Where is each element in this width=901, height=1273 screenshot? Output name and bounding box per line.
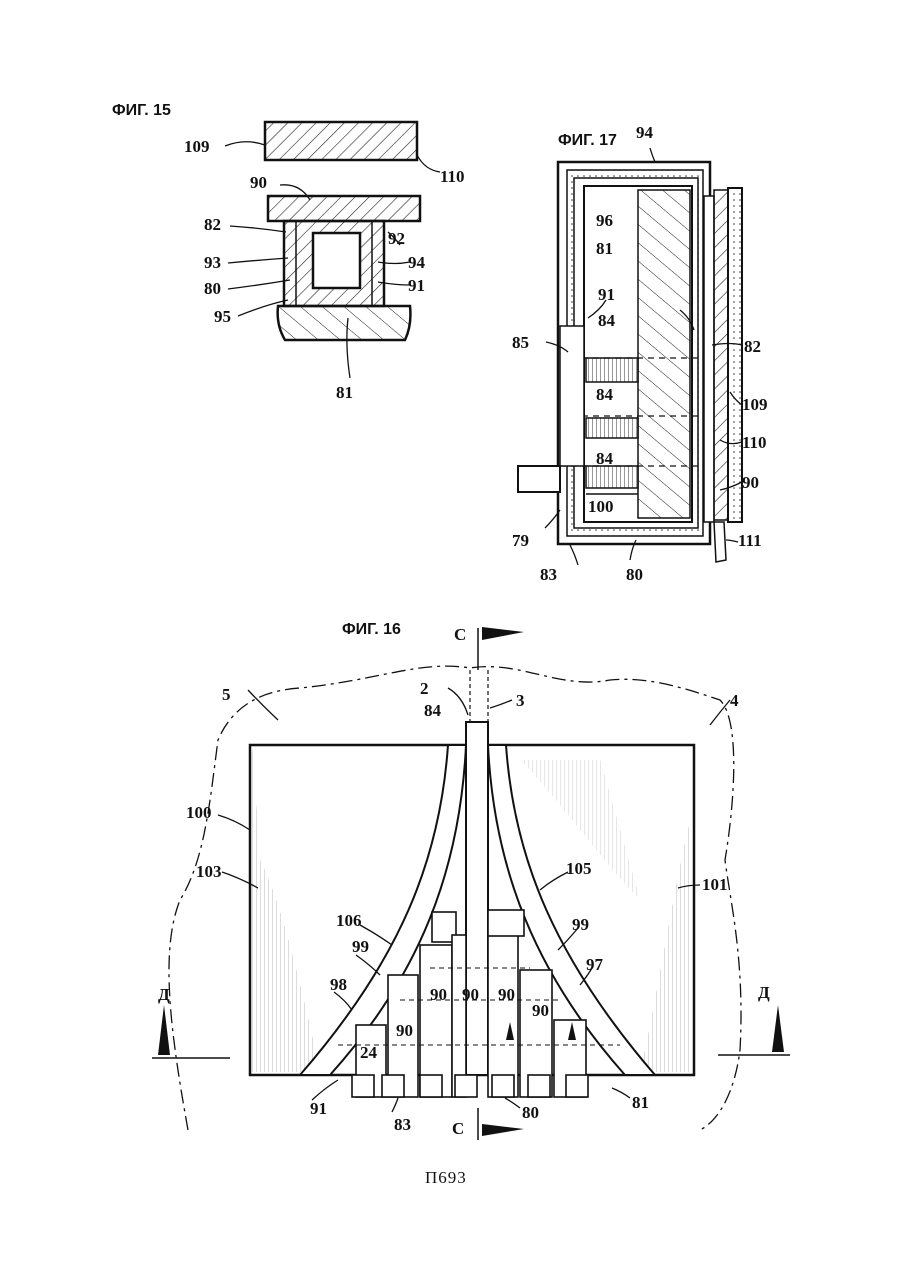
section-arrow-c-bottom xyxy=(482,1124,524,1136)
fig15-label-81: 81 xyxy=(336,383,353,402)
fig17-label-91: 91 xyxy=(598,285,615,304)
fig16-label-100: 100 xyxy=(186,803,212,822)
fig15-label-80: 80 xyxy=(204,279,221,298)
fig17-label-94: 94 xyxy=(636,123,654,142)
fig17-label-109: 109 xyxy=(742,395,768,414)
fig15-label-92: 92 xyxy=(388,229,405,248)
section-arrow-d-left xyxy=(158,1005,170,1055)
fig16-label-90-d: 90 xyxy=(396,1021,413,1040)
plate-90 xyxy=(268,196,420,221)
cell-84-a xyxy=(586,358,638,382)
fin-5-cap xyxy=(488,910,524,936)
section-arrow-d-right xyxy=(772,1005,784,1052)
fig15-label-94: 94 xyxy=(408,253,426,272)
fig17-caption: ФИГ. 17 xyxy=(558,132,617,149)
fig17-label-111: 111 xyxy=(738,531,762,550)
fig15-label-91: 91 xyxy=(408,276,425,295)
fig15-label-110: 110 xyxy=(440,167,465,186)
fig17-label-90: 90 xyxy=(742,473,759,492)
fig16-label-4: 4 xyxy=(730,691,739,710)
fig16-label-97: 97 xyxy=(586,955,604,974)
fig17-label-81: 81 xyxy=(596,239,613,258)
fig16-label-105: 105 xyxy=(566,859,592,878)
figure-15: ФИГ. 15 109 110 90 82 92 93 xyxy=(112,102,465,402)
fig16-caption: ФИГ. 16 xyxy=(342,621,401,638)
fig17-label-85: 85 xyxy=(512,333,529,352)
fig16-label-103: 103 xyxy=(196,862,222,881)
fig17-label-80: 80 xyxy=(626,565,643,584)
core-81 xyxy=(638,190,690,518)
fig16-label-c-bottom: C xyxy=(452,1119,464,1138)
cavity xyxy=(313,233,360,288)
fig16-label-91: 91 xyxy=(310,1099,327,1118)
fig16-label-5: 5 xyxy=(222,685,231,704)
fig17-label-83: 83 xyxy=(540,565,557,584)
fig16-label-24: 24 xyxy=(360,1043,378,1062)
fig17-label-84-a: 84 xyxy=(598,311,616,330)
fig16-label-d-left: Д xyxy=(158,985,170,1004)
fig16-label-98: 98 xyxy=(330,975,347,994)
fin-4 xyxy=(452,935,466,1097)
base-81 xyxy=(278,306,411,340)
fig16-label-2: 2 xyxy=(420,679,429,698)
plate-90 xyxy=(704,196,714,522)
fig17-label-84-b: 84 xyxy=(596,385,614,404)
cell-84-b xyxy=(586,418,638,438)
figure-17: ФИГ. 17 xyxy=(512,123,768,584)
stub-111 xyxy=(714,522,726,562)
fig16-label-90-e: 90 xyxy=(532,1001,549,1020)
fig16-label-99-b: 99 xyxy=(352,937,369,956)
sheet-number: П693 xyxy=(425,1168,467,1188)
fig16-label-3: 3 xyxy=(516,691,525,710)
fig16-label-101: 101 xyxy=(702,875,728,894)
layer-110 xyxy=(714,190,728,520)
plate-109 xyxy=(728,188,742,522)
fig17-label-82: 82 xyxy=(744,337,761,356)
fig16-label-90-b: 90 xyxy=(462,985,479,1004)
fig17-label-100: 100 xyxy=(588,497,614,516)
fig15-label-82: 82 xyxy=(204,215,221,234)
fig16-label-90-c: 90 xyxy=(498,985,515,1004)
opening-85 xyxy=(560,326,584,466)
fig16-label-c-top: C xyxy=(454,625,466,644)
fig17-label-79: 79 xyxy=(512,531,529,550)
fig15-caption: ФИГ. 15 xyxy=(112,102,171,119)
section-arrow-c-top xyxy=(482,627,524,640)
figure-16: ФИГ. 16 C C Д Д xyxy=(152,621,790,1140)
fig16-label-80: 80 xyxy=(522,1103,539,1122)
fig17-label-84-c: 84 xyxy=(596,449,614,468)
fig15-label-109: 109 xyxy=(184,137,210,156)
fin-5 xyxy=(488,935,518,1097)
fig15-label-90: 90 xyxy=(250,173,267,192)
fig16-label-81: 81 xyxy=(632,1093,649,1112)
fig15-label-95: 95 xyxy=(214,307,231,326)
fig16-label-99-a: 99 xyxy=(572,915,589,934)
fig16-label-84: 84 xyxy=(424,701,442,720)
fig15-label-93: 93 xyxy=(204,253,221,272)
fig17-label-110: 110 xyxy=(742,433,767,452)
fig16-label-83: 83 xyxy=(394,1115,411,1134)
fig16-label-90-a: 90 xyxy=(430,985,447,1004)
fig17-label-96: 96 xyxy=(596,211,613,230)
strip-84 xyxy=(466,722,488,1075)
plate-109 xyxy=(265,122,417,160)
fig16-label-106: 106 xyxy=(336,911,362,930)
cell-84-c xyxy=(586,466,638,488)
fin-3 xyxy=(420,945,452,1097)
fig16-label-d-right: Д xyxy=(758,983,770,1002)
pipe xyxy=(518,466,560,492)
